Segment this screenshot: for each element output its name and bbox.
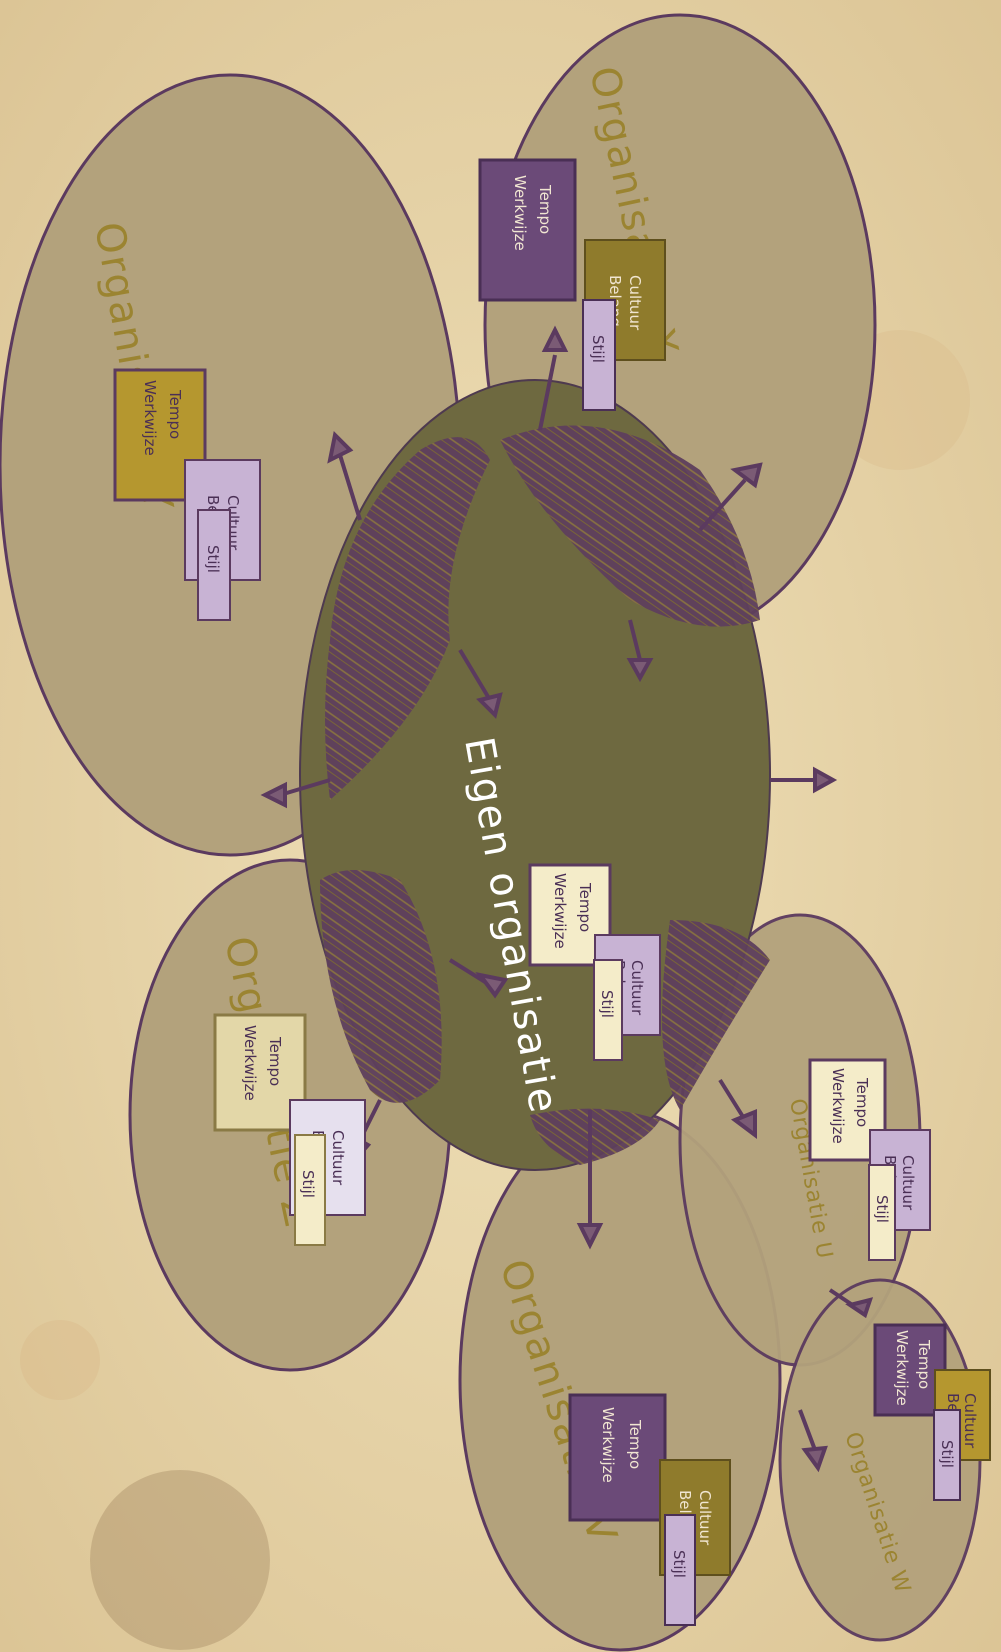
box-label-tempo: Tempo — [915, 1339, 933, 1389]
tempo-box: Tempo Werkwijze — [873, 1323, 947, 1417]
paper-stain — [20, 1320, 100, 1400]
box-label-werkwijze: Werkwijze — [511, 175, 529, 251]
stijl-box: Stijl — [933, 1409, 961, 1501]
stijl-box: Stijl — [593, 959, 623, 1061]
box-label-tempo: Tempo — [266, 1036, 284, 1086]
box-label-cultuur: Cultuur — [329, 1130, 347, 1186]
box-label-cultuur: Cultuur — [961, 1393, 979, 1449]
box-label-cultuur: Cultuur — [628, 960, 646, 1016]
box-cluster-x: Tempo Werkwijze Cultuur Belang Stijl — [478, 158, 666, 411]
stijl-box: Stijl — [197, 509, 231, 621]
coffee-stain — [90, 1470, 270, 1650]
stijl-box: Stijl — [868, 1164, 896, 1261]
box-label-stijl: Stijl — [873, 1195, 891, 1223]
tempo-box: Tempo Werkwijze — [568, 1393, 667, 1522]
box-label-werkwijze: Werkwijze — [551, 873, 569, 949]
box-label-stijl: Stijl — [299, 1170, 317, 1198]
box-label-tempo: Tempo — [576, 882, 594, 932]
box-label-tempo: Tempo — [166, 389, 184, 439]
box-label-cultuur: Cultuur — [899, 1155, 917, 1211]
box-label-stijl: Stijl — [670, 1550, 688, 1578]
tempo-box: Tempo Werkwijze — [113, 368, 207, 502]
box-label-tempo: Tempo — [536, 184, 554, 234]
box-cluster-y: Tempo Werkwijze Cultuur Belang Stijl — [113, 368, 261, 621]
arrows — [260, 325, 874, 1473]
stijl-box: Stijl — [582, 299, 616, 411]
box-label-werkwijze: Werkwijze — [599, 1407, 617, 1483]
box-label-stijl: Stijl — [938, 1440, 956, 1468]
tempo-box: Tempo Werkwijze — [213, 1013, 307, 1132]
box-label-stijl: Stijl — [598, 990, 616, 1018]
box-label-stijl: Stijl — [204, 545, 222, 573]
box-label-werkwijze: Werkwijze — [241, 1025, 259, 1101]
box-cluster-center: Tempo Werkwijze Cultuur Belang Stijl — [528, 863, 661, 1061]
overlap-y — [325, 437, 490, 800]
box-cluster-u: Tempo Werkwijze Cultuur Belang Stijl — [808, 1058, 931, 1261]
box-cluster-z: Tempo Werkwijze Cultuur Belang Stijl — [213, 1013, 366, 1246]
box-label-cultuur: Cultuur — [626, 275, 644, 331]
box-cluster-w: Tempo Werkwijze Cultuur Belang Stijl — [873, 1323, 991, 1501]
box-label-tempo: Tempo — [626, 1419, 644, 1469]
box-label-stijl: Stijl — [589, 335, 607, 363]
box-label-werkwijze: Werkwijze — [141, 380, 159, 456]
box-cluster-v: Tempo Werkwijze Cultuur Belang Stijl — [568, 1393, 731, 1626]
overlap-x — [500, 425, 760, 627]
box-label-werkwijze: Werkwijze — [893, 1330, 911, 1406]
box-label-cultuur: Cultuur — [696, 1490, 714, 1546]
overlap-v — [530, 1108, 660, 1165]
box-label-tempo: Tempo — [853, 1077, 871, 1127]
tempo-box: Tempo Werkwijze — [528, 863, 612, 967]
stijl-box: Stijl — [664, 1514, 696, 1626]
overlap-z — [320, 870, 442, 1103]
tempo-box: Tempo Werkwijze — [808, 1058, 887, 1162]
box-label-werkwijze: Werkwijze — [829, 1068, 847, 1144]
stijl-box: Stijl — [294, 1134, 326, 1246]
overlap-u — [662, 920, 770, 1110]
tempo-box: Tempo Werkwijze — [478, 158, 577, 302]
